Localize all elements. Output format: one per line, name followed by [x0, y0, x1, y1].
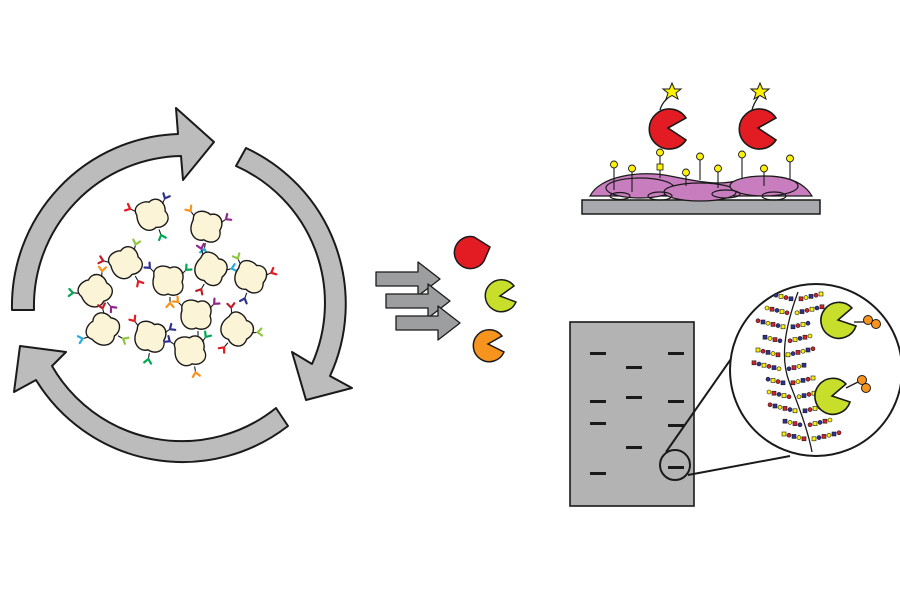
phage-particle-icon [128, 314, 177, 365]
phage-particle-icon [171, 295, 221, 343]
cycle-arrow-icon [13, 345, 289, 464]
binder-icon [472, 329, 505, 363]
cell-glycans [610, 148, 794, 192]
gel-band-icon [590, 422, 606, 425]
binder-icon [820, 301, 858, 340]
glycan-icon [764, 305, 790, 316]
glycan-icon [682, 168, 690, 186]
cycle-arrow-icon [235, 147, 353, 401]
binder-pool [453, 235, 517, 363]
glycan-icon [798, 291, 824, 302]
phage-particle-icon [97, 238, 145, 288]
glycan-icon [760, 164, 768, 186]
glycan-icon [755, 347, 781, 358]
cell-layer [589, 173, 814, 202]
phage-cluster [67, 192, 278, 378]
labeled-binder [738, 81, 778, 150]
gel-band-icon [668, 400, 684, 403]
phage-particle-icon [163, 330, 213, 378]
glycan-icon [610, 160, 618, 190]
glycan-icon [696, 152, 704, 180]
cell-surface-assay [581, 81, 821, 215]
binder-icon [738, 108, 778, 150]
bound-binder [814, 375, 871, 416]
glycan-icon [773, 292, 794, 302]
glycan-icon [656, 148, 664, 178]
tag-icon [857, 375, 867, 385]
phage-particle-icon [76, 302, 130, 346]
glycan-icon [786, 154, 794, 180]
glycan-icon [790, 320, 811, 330]
glycan-icon [751, 360, 782, 372]
glycan-icon [765, 376, 786, 386]
labeled-binder [648, 81, 688, 150]
strand-glycans [751, 291, 842, 442]
glycan-icon [755, 318, 786, 330]
tag-icon [863, 315, 873, 325]
glycan-icon [782, 418, 803, 428]
bound-binder [820, 301, 881, 340]
transfer-arrows [375, 261, 461, 341]
gel-band-icon [668, 352, 684, 355]
glycan-icon [714, 164, 722, 188]
gel-band-icon [626, 366, 642, 369]
gel-blot-assay [569, 283, 900, 507]
gel-band-icon [668, 466, 684, 469]
glycan-icon [738, 150, 746, 178]
glycan-icon [628, 164, 636, 192]
glycan-icon [811, 430, 842, 442]
band-highlight [659, 449, 691, 481]
phage-particle-icon [217, 302, 264, 354]
glycan-icon [790, 375, 816, 386]
star-label-icon [749, 81, 771, 101]
glycan-icon [766, 389, 792, 400]
glycan-icon [794, 304, 825, 316]
gel-band-icon [590, 400, 606, 403]
phage-particle-icon [123, 192, 171, 242]
binder-icon [453, 235, 491, 270]
glycan-icon [807, 417, 833, 428]
glycan-icon [762, 334, 783, 344]
phage-particle-icon [231, 252, 278, 305]
phage-particle-icon [143, 261, 193, 309]
gel-bands [590, 352, 684, 475]
glycan-icon [767, 402, 798, 414]
glycan-icon [786, 362, 807, 372]
glycan-icon [787, 333, 813, 344]
glycan-strand [783, 291, 813, 453]
gel [569, 321, 695, 507]
glycan-icon [785, 346, 816, 358]
gel-band-icon [626, 446, 642, 449]
gel-band-icon [590, 472, 606, 475]
magnifier-circle-icon [729, 283, 900, 457]
gel-band-icon [626, 396, 642, 399]
gel-band-icon [590, 352, 606, 355]
star-label-icon [661, 81, 683, 101]
block-arrow-icon [395, 305, 461, 341]
phage-particle-icon [194, 242, 238, 296]
selection-cycle [10, 107, 353, 464]
binder-icon [814, 377, 852, 416]
gel-band-icon [668, 424, 684, 427]
glycan-icon [781, 431, 807, 442]
phage-particle-icon [184, 204, 233, 255]
binder-icon [648, 108, 688, 150]
surface-slab [581, 199, 821, 215]
binder-icon [484, 279, 517, 313]
cycle-arrow-icon [10, 107, 215, 311]
